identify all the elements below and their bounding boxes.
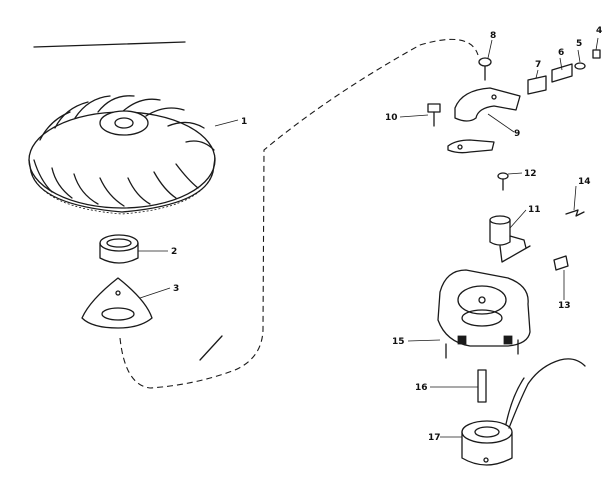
coil: [461, 358, 586, 466]
breaker-arm: [447, 139, 495, 154]
callout-4: 4: [596, 26, 602, 36]
screw-12: [497, 172, 509, 191]
callout-1: 1: [241, 117, 247, 127]
callout-14: 14: [578, 177, 591, 187]
callout-17: 17: [428, 433, 441, 443]
callout-10: 10: [385, 113, 398, 123]
flat-plate: [81, 277, 153, 329]
pin: [477, 369, 487, 403]
spring-clip: [565, 209, 585, 217]
callout-6: 6: [558, 48, 564, 58]
callout-5: 5: [576, 39, 582, 49]
washer: [574, 62, 586, 70]
leader-lines: [138, 37, 599, 438]
callout-16: 16: [415, 383, 428, 393]
callout-8: 8: [490, 31, 496, 41]
callout-9: 9: [514, 129, 520, 139]
contact-clip: [527, 75, 547, 95]
contact-block: [551, 63, 573, 83]
callout-11: 11: [528, 205, 541, 215]
condenser: [489, 215, 531, 263]
small-screw: [592, 49, 601, 59]
stator-plate: [437, 269, 531, 359]
callout-15: 15: [392, 337, 405, 347]
breaker-bracket: [454, 87, 521, 122]
bolt-part: [478, 57, 492, 81]
callout-2: 2: [171, 247, 177, 257]
callout-3: 3: [173, 284, 179, 294]
clip-plate: [553, 255, 569, 271]
assembly-dashed-line: [119, 38, 479, 389]
screw-10: [427, 103, 441, 127]
assembly-arrow-stroke: [199, 335, 223, 361]
callout-12: 12: [524, 169, 537, 179]
bushing: [99, 234, 139, 264]
callout-13: 13: [558, 301, 571, 311]
flywheel: [28, 95, 216, 215]
border-line: [33, 41, 186, 48]
callout-7: 7: [535, 60, 541, 70]
